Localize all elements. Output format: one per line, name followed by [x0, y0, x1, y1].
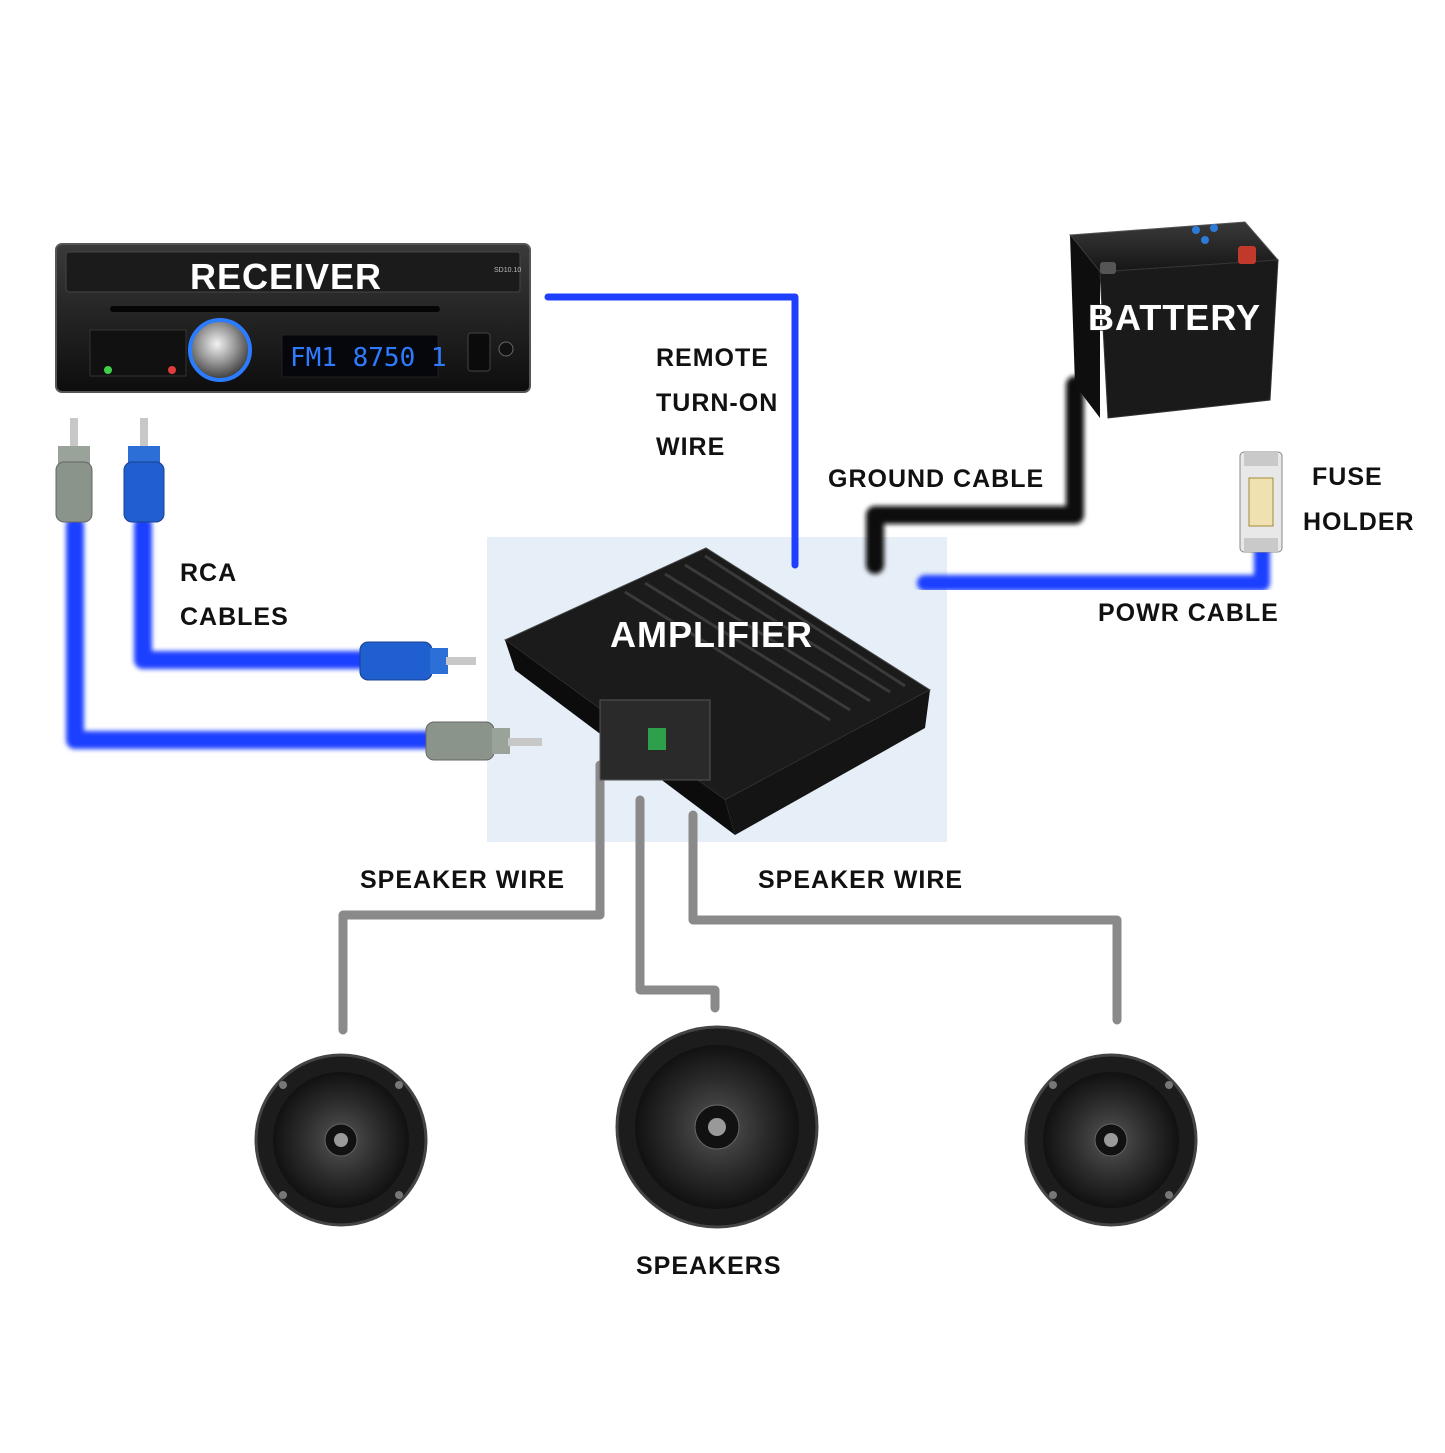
wire-labels: REMOTE TURN-ON WIRE RCA CABLES GROUND CA… [180, 344, 1415, 1280]
receiver-top-strip [65, 251, 521, 293]
rca-label-line-1: RCA [180, 559, 237, 587]
battery-cap-blue-2 [1210, 224, 1218, 232]
amplifier-side [725, 690, 930, 835]
receiver-cd-slot [110, 306, 440, 312]
speaker-left [254, 1053, 428, 1227]
amplifier-label: AMPLIFIER [610, 614, 813, 655]
speaker-wire-center [635, 795, 720, 1013]
receiver-label: RECEIVER [190, 256, 382, 297]
rca-plugs [55, 418, 542, 761]
remote-label-line-2: TURN-ON [656, 389, 778, 417]
rca-plug-blue-amp [359, 641, 476, 681]
fuse-label-line-2: HOLDER [1303, 508, 1415, 536]
rca-plug-gray-top [55, 418, 93, 523]
battery-cap-blue-1 [1192, 226, 1200, 234]
speaker-wire-right-label: SPEAKER WIRE [758, 866, 963, 894]
speaker-wire-left [338, 760, 605, 1035]
remote-turn-on-wire [544, 293, 799, 569]
battery-terminal-negative [1100, 262, 1116, 274]
receiver-lcd-readout: FM1 8750 1 [290, 343, 447, 373]
receiver-call-icon [104, 366, 112, 374]
amplifier-green-connector [648, 728, 666, 750]
battery: BATTERY [1069, 221, 1280, 419]
receiver-aux-jack [498, 341, 514, 357]
remote-label-line-1: REMOTE [656, 344, 769, 372]
speaker-wire-left-label: SPEAKER WIRE [360, 866, 565, 894]
fuse-holder [1239, 451, 1283, 553]
power-cable-label: POWR CABLE [1098, 599, 1279, 627]
fuse-label-line-1: FUSE [1312, 463, 1383, 491]
rca-cable-gray [66, 516, 441, 749]
rca-plug-gray-amp [425, 721, 542, 761]
battery-label: BATTERY [1088, 297, 1261, 338]
receiver-usb-port [467, 332, 491, 372]
receiver-volume-knob [188, 318, 252, 382]
battery-body [1070, 235, 1100, 418]
speaker-right [1024, 1053, 1198, 1227]
receiver-lcd [281, 334, 439, 378]
battery-terminal-positive [1238, 246, 1256, 264]
remote-label-line-3: WIRE [656, 433, 725, 461]
power-cable-lower [917, 542, 1270, 591]
speakers-label: SPEAKERS [636, 1252, 782, 1280]
amplifier-heatsink-fins [624, 554, 906, 722]
rca-cable-blue [134, 516, 379, 669]
speaker-wire-right [688, 810, 1122, 1025]
ground-cable-label: GROUND CABLE [828, 465, 1044, 493]
wires [66, 293, 1270, 1035]
amplifier: AMPLIFIER [504, 547, 931, 835]
receiver-hangup-icon [168, 366, 176, 374]
battery-front [1099, 259, 1279, 419]
speaker-center [615, 1025, 819, 1229]
battery-cap-blue-3 [1201, 236, 1209, 244]
rca-plug-blue-top [123, 418, 165, 523]
receiver: FM1 8750 1 SD10.10 RECEIVER [55, 243, 531, 393]
rca-label-line-2: CABLES [180, 603, 289, 631]
receiver-model-badge: SD10.10 [494, 267, 521, 274]
ground-cable [866, 376, 1084, 574]
